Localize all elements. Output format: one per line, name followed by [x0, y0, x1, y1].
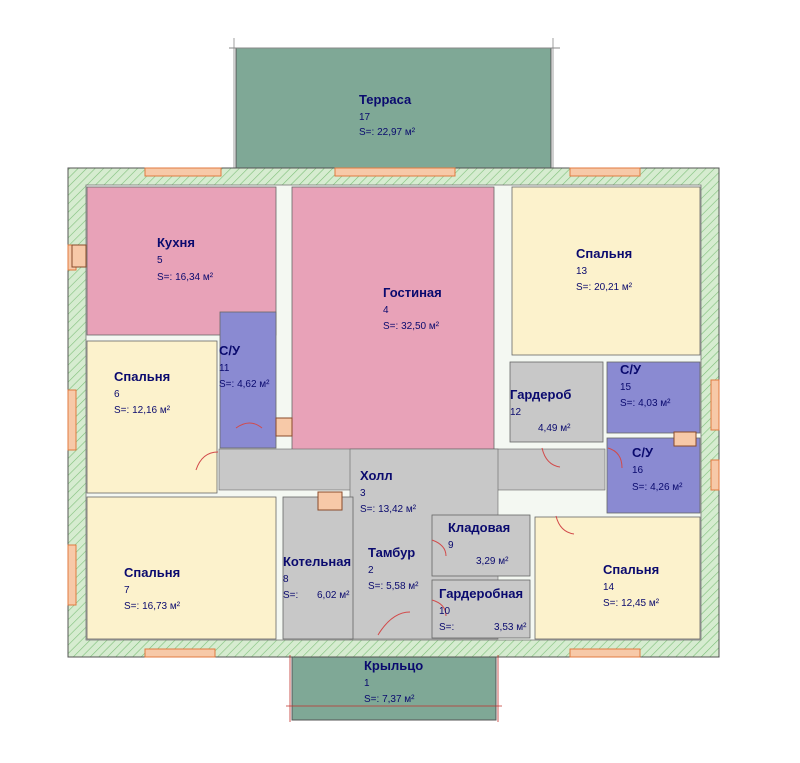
room-area: S=: 13,42 м²	[360, 504, 417, 515]
bath11-room	[219, 311, 277, 449]
room-number: 10	[439, 606, 451, 617]
room-number: 7	[124, 585, 130, 596]
label-bedroom14: Спальня 14 S=: 12,45 м²	[603, 562, 660, 609]
bedroom6-room	[86, 340, 218, 494]
bedroom13-room	[511, 186, 701, 356]
room-area-prefix: S=:	[283, 590, 298, 601]
room-number: 16	[632, 465, 644, 476]
room-area: S=: 5,58 м²	[368, 581, 419, 592]
label-bath15: С/У 15 S=: 4,03 м²	[620, 362, 671, 409]
room-area: S=: 16,34 м²	[157, 272, 214, 283]
room-number: 13	[576, 266, 588, 277]
room-name: Гардеробная	[439, 586, 523, 601]
room-name: Кухня	[157, 235, 195, 250]
porch-area	[291, 656, 497, 721]
label-wardrobe12: Гардероб 12 4,49 м²	[510, 387, 571, 434]
label-bath16: С/У 16 S=: 4,26 м²	[632, 445, 683, 493]
label-terrace: Терраса 17 S=: 22,97 м²	[359, 92, 416, 138]
bath16-room	[606, 437, 701, 514]
room-name: Кладовая	[448, 520, 510, 535]
room-name: Крыльцо	[364, 658, 423, 673]
room-area: S=: 12,16 м²	[114, 405, 171, 416]
room-name: С/У	[632, 445, 654, 460]
label-dressing10: Гардеробная 10 S=: 3,53 м²	[439, 586, 527, 633]
bath15-room	[606, 361, 701, 434]
doors	[195, 422, 623, 636]
room-area: S=: 4,62 м²	[219, 379, 270, 390]
room-area: S=: 4,26 м²	[632, 482, 683, 493]
room-name: Тамбур	[368, 545, 415, 560]
room-area: 3,53 м²	[494, 622, 527, 633]
room-area: S=: 22,97 м²	[359, 127, 416, 138]
room-number: 17	[359, 112, 371, 123]
room-area: S=: 16,73 м²	[124, 601, 181, 612]
room-area: S=: 7,37 м²	[364, 694, 415, 705]
room-name: Гардероб	[510, 387, 571, 402]
living-room	[291, 186, 495, 451]
room-area: 3,29 м²	[476, 556, 509, 567]
room-number: 9	[448, 540, 454, 551]
room-area: S=: 32,50 м²	[383, 321, 440, 332]
label-bedroom13: Спальня 13 S=: 20,21 м²	[576, 246, 633, 293]
label-living: Гостиная 4 S=: 32,50 м²	[383, 285, 442, 332]
label-bath11: С/У 11 S=: 4,62 м²	[219, 343, 270, 390]
dressing10-room	[431, 579, 531, 639]
room-number: 12	[510, 407, 522, 418]
boiler-room	[282, 496, 354, 640]
room-number: 4	[383, 305, 389, 316]
room-number: 5	[157, 255, 163, 266]
room-name: Котельная	[283, 554, 351, 569]
room-number: 14	[603, 582, 615, 593]
room-area: 4,49 м²	[538, 423, 571, 434]
room-name: Спальня	[603, 562, 659, 577]
label-boiler: Котельная 8 S=: 6,02 м²	[283, 554, 351, 601]
room-name: Спальня	[576, 246, 632, 261]
room-name: Спальня	[124, 565, 180, 580]
room-number: 6	[114, 389, 120, 400]
bedroom14-room	[534, 516, 701, 640]
room-name: С/У	[219, 343, 241, 358]
room-area: S=: 12,45 м²	[603, 598, 660, 609]
room-name: Терраса	[359, 92, 412, 107]
room-number: 1	[364, 678, 370, 689]
room-area-prefix: S=:	[439, 622, 454, 633]
label-tambur: Тамбур 2 S=: 5,58 м²	[368, 545, 419, 592]
room-number: 8	[283, 574, 289, 585]
label-kitchen: Кухня 5 S=: 16,34 м²	[157, 235, 214, 283]
room-area: 6,02 м²	[317, 590, 350, 601]
room-number: 3	[360, 488, 366, 499]
room-name: С/У	[620, 362, 642, 377]
room-name: Гостиная	[383, 285, 442, 300]
label-bedroom7: Спальня 7 S=: 16,73 м²	[124, 565, 181, 612]
label-pantry: Кладовая 9 3,29 м²	[448, 520, 510, 567]
pantry-room	[431, 514, 531, 577]
room-area: S=: 4,03 м²	[620, 398, 671, 409]
terrace-area	[235, 47, 552, 170]
room-number: 11	[219, 363, 230, 374]
label-hall: Холл 3 S=: 13,42 м²	[360, 468, 417, 515]
room-name: Холл	[360, 468, 393, 483]
room-number: 2	[368, 565, 374, 576]
room-number: 15	[620, 382, 632, 393]
room-area: S=: 20,21 м²	[576, 282, 633, 293]
room-name: Спальня	[114, 369, 170, 384]
kitchen-room	[86, 186, 277, 336]
label-porch: Крыльцо 1 S=: 7,37 м²	[364, 658, 423, 705]
bedroom7-room	[86, 496, 277, 640]
wardrobe12-room	[509, 361, 604, 443]
label-bedroom6: Спальня 6 S=: 12,16 м²	[114, 369, 171, 416]
